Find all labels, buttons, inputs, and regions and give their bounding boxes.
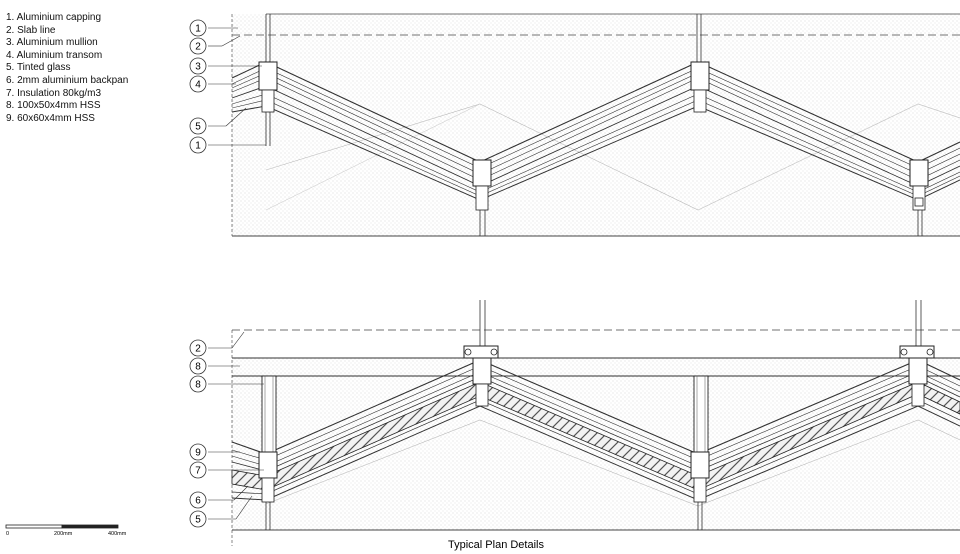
hss-post (261, 375, 277, 455)
mullion-top (258, 14, 278, 146)
callout: 2 (189, 35, 241, 55)
drawing-caption: Typical Plan Details (448, 539, 544, 551)
legend-item: 2. Slab line (6, 24, 56, 36)
svg-text:5: 5 (195, 515, 201, 526)
legend: 1. Aluminium capping 2. Slab line 3. Alu… (6, 12, 128, 125)
svg-text:9: 9 (195, 448, 201, 459)
bottom-detail: 2 8 8 9 7 (189, 300, 960, 546)
callout: 5 (189, 107, 247, 135)
callout: 6 (189, 485, 249, 509)
svg-text:8: 8 (195, 362, 201, 373)
mullion-bottom (258, 451, 278, 530)
scale-label-start: 0 (6, 531, 9, 537)
mullion-bottom (899, 300, 935, 407)
mullion-bottom (690, 451, 710, 530)
mullion-bottom (463, 300, 499, 407)
hss-post (693, 375, 709, 455)
svg-text:8: 8 (195, 380, 201, 391)
legend-item: 6. 2mm aluminium backpan (6, 74, 129, 86)
scale-label-end: 400mm (108, 531, 127, 537)
callout: 2 (189, 331, 245, 357)
svg-text:6: 6 (195, 496, 201, 507)
svg-text:5: 5 (195, 122, 201, 133)
callout: 8 (189, 375, 264, 393)
top-detail: 1 2 3 4 5 (189, 13, 960, 237)
callout: 1 (189, 136, 266, 154)
legend-item: 4. Aluminium transom (6, 49, 103, 61)
mullion-top (690, 14, 710, 113)
callout: 5 (189, 495, 253, 528)
callout: 9 (189, 443, 240, 461)
callout: 8 (189, 357, 240, 375)
callouts-bottom: 2 8 8 9 7 (189, 331, 264, 528)
callout: 7 (189, 461, 264, 479)
slab-hatch-top (232, 14, 960, 236)
callout: 3 (189, 57, 262, 75)
mullion-top (909, 159, 929, 236)
legend-item: 1. Aluminium capping (6, 12, 102, 23)
svg-text:4: 4 (195, 80, 201, 91)
legend-item: 8. 100x50x4mm HSS (6, 100, 101, 112)
svg-text:3: 3 (195, 62, 201, 73)
mullion-top (472, 159, 492, 236)
legend-item: 7. Insulation 80kg/m3 (6, 87, 102, 99)
legend-item: 3. Aluminium mullion (6, 37, 98, 49)
scale-bar: 0 200mm 400mm (5, 524, 127, 537)
callouts-top: 1 2 3 4 5 (189, 19, 266, 154)
svg-text:2: 2 (195, 344, 201, 355)
legend-item: 9. 60x60x4mm HSS (6, 112, 95, 124)
callout: 4 (189, 75, 236, 93)
svg-text:1: 1 (195, 24, 201, 35)
svg-text:1: 1 (195, 141, 201, 152)
svg-text:2: 2 (195, 42, 201, 53)
scale-label-mid: 200mm (54, 531, 73, 537)
callout: 1 (189, 19, 238, 37)
svg-text:7: 7 (195, 466, 201, 477)
legend-item: 5. Tinted glass (6, 62, 71, 74)
